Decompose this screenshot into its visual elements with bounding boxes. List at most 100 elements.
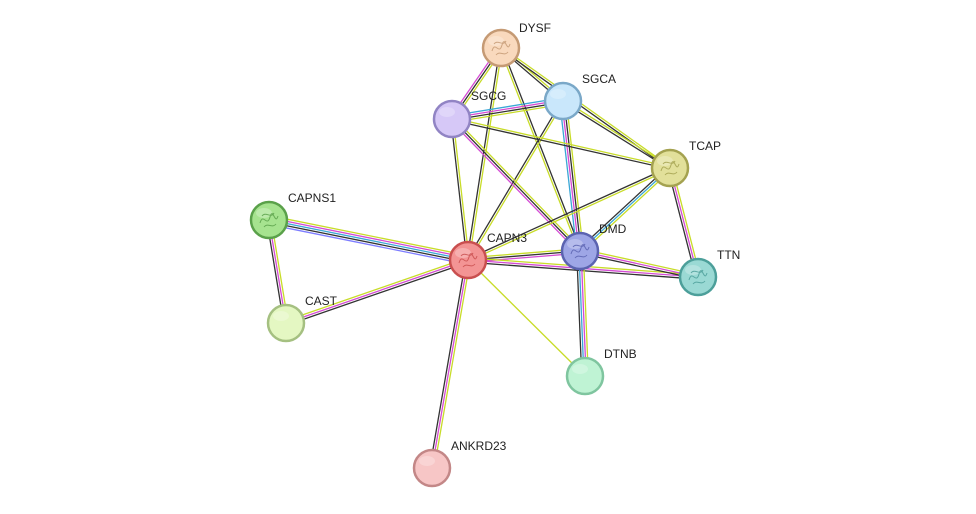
edge-line-coexpression bbox=[562, 101, 670, 170]
node-circle bbox=[412, 448, 452, 488]
node-label: DMD bbox=[599, 222, 627, 236]
edge-line-text-mining bbox=[433, 260, 471, 469]
edge-line-coexpression bbox=[563, 100, 582, 251]
node-circle bbox=[266, 303, 306, 343]
node-highlight bbox=[256, 208, 272, 218]
edge-line-text-mining bbox=[580, 248, 699, 276]
edge-line-text-mining bbox=[563, 99, 671, 168]
node-circle bbox=[543, 81, 583, 121]
node-highlight bbox=[273, 311, 289, 321]
edge-line-text-mining bbox=[285, 257, 468, 322]
edge-sgcg-tcap[interactable] bbox=[451, 117, 671, 170]
edge-tcap-dmd[interactable] bbox=[578, 165, 672, 254]
edge-capn3-dtnb[interactable] bbox=[467, 259, 586, 377]
edge-line-coexpression bbox=[501, 47, 582, 251]
node-cast[interactable]: CAST bbox=[266, 294, 338, 343]
edge-sgcg-capn3[interactable] bbox=[450, 118, 470, 261]
edge-dysf-dmd[interactable] bbox=[499, 47, 582, 252]
node-highlight bbox=[488, 36, 504, 46]
edge-line-coexpression bbox=[450, 119, 468, 261]
node-dmd[interactable]: DMD bbox=[560, 222, 627, 271]
protein-structure-icon bbox=[660, 160, 680, 176]
protein-structure-icon bbox=[688, 269, 708, 285]
edge-line-experiments bbox=[431, 259, 469, 469]
edge-sgca-tcap[interactable] bbox=[562, 99, 671, 170]
node-label: CAPN3 bbox=[487, 231, 527, 245]
node-ttn[interactable]: TTN bbox=[678, 248, 740, 297]
edge-capns1-capn3[interactable] bbox=[268, 215, 469, 265]
edge-line-text-mining bbox=[453, 117, 583, 250]
edge-line-database bbox=[579, 167, 671, 252]
edge-line-experiments bbox=[561, 101, 580, 252]
node-label: TTN bbox=[717, 248, 740, 262]
edge-line-coexpression bbox=[578, 165, 669, 250]
edge-line-experiments bbox=[269, 217, 469, 259]
edge-line-coexpression bbox=[467, 166, 670, 260]
protein-structure-icon bbox=[458, 252, 478, 268]
node-highlight bbox=[572, 364, 588, 374]
edge-line-experiments bbox=[579, 250, 699, 278]
edge-line-text-mining bbox=[452, 118, 470, 260]
edge-tcap-capn3[interactable] bbox=[467, 166, 671, 262]
node-highlight bbox=[567, 239, 583, 249]
node-dtnb[interactable]: DTNB bbox=[565, 347, 637, 396]
edge-line-coexpression bbox=[451, 119, 670, 170]
edge-line-experiments bbox=[580, 250, 587, 376]
node-highlight bbox=[657, 156, 673, 166]
edge-line-text-mining bbox=[501, 46, 672, 168]
node-dysf[interactable]: DYSF bbox=[481, 21, 551, 68]
edge-line-text-mining bbox=[468, 168, 671, 262]
edge-line-database bbox=[578, 251, 585, 377]
edge-line-text-mining bbox=[581, 169, 672, 254]
edge-line-text-mining bbox=[468, 101, 565, 261]
edge-line-text-mining bbox=[499, 48, 580, 252]
edge-line-homology bbox=[268, 223, 468, 265]
edge-dmd-dtnb[interactable] bbox=[576, 250, 589, 377]
edge-line-database bbox=[268, 219, 469, 261]
protein-structure-icon bbox=[570, 243, 590, 259]
edge-line-coexpression bbox=[467, 261, 698, 280]
edge-line-text-mining bbox=[565, 100, 584, 251]
node-label: DYSF bbox=[519, 21, 551, 35]
edge-dmd-ttn[interactable] bbox=[579, 248, 699, 280]
edge-line-experiments bbox=[285, 259, 469, 324]
edge-line-text-mining bbox=[269, 215, 469, 257]
node-label: ANKRD23 bbox=[451, 439, 507, 453]
node-highlight bbox=[685, 265, 701, 275]
edge-sgca-dmd[interactable] bbox=[559, 100, 584, 252]
edge-line-text-mining bbox=[452, 117, 671, 168]
edge-line-experiments bbox=[449, 120, 579, 253]
edge-line-coexpression bbox=[451, 118, 581, 252]
node-ankrd23[interactable]: ANKRD23 bbox=[412, 439, 507, 488]
node-capns1[interactable]: CAPNS1 bbox=[249, 191, 336, 240]
node-circle bbox=[432, 99, 472, 139]
node-label: TCAP bbox=[689, 139, 721, 153]
edge-cast-capn3[interactable] bbox=[285, 257, 469, 326]
node-label: CAPNS1 bbox=[288, 191, 336, 205]
node-sgcg[interactable]: SGCG bbox=[432, 89, 506, 139]
edge-line-coexpression bbox=[429, 259, 467, 468]
edge-line-text-mining bbox=[467, 259, 586, 377]
edge-dysf-capn3[interactable] bbox=[466, 47, 503, 261]
node-label: SGCG bbox=[471, 89, 506, 103]
edge-sgcg-dmd[interactable] bbox=[449, 117, 583, 253]
node-highlight bbox=[550, 89, 566, 99]
edge-line-coexpression bbox=[579, 252, 698, 280]
node-tcap[interactable]: TCAP bbox=[650, 139, 721, 188]
node-highlight bbox=[419, 456, 435, 466]
node-sgca[interactable]: SGCA bbox=[543, 72, 616, 121]
node-circle bbox=[565, 356, 605, 396]
node-capn3[interactable]: CAPN3 bbox=[448, 231, 527, 280]
node-label: DTNB bbox=[604, 347, 637, 361]
protein-structure-icon bbox=[259, 212, 279, 228]
node-highlight bbox=[455, 248, 471, 258]
edge-line-text-mining bbox=[582, 250, 589, 376]
protein-structure-icon bbox=[491, 40, 511, 56]
edge-line-coexpression bbox=[268, 221, 468, 263]
edge-line-coexpression bbox=[576, 251, 583, 377]
node-highlight bbox=[439, 107, 455, 117]
edge-capn3-ankrd23[interactable] bbox=[429, 259, 471, 469]
node-label: SGCA bbox=[582, 72, 616, 86]
